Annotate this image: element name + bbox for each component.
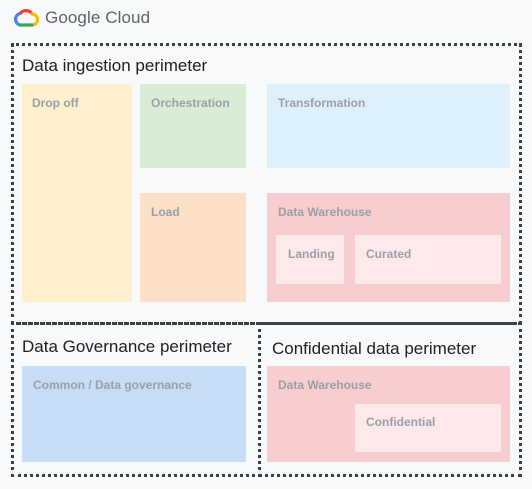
load-box[interactable]: [140, 193, 246, 302]
common-data-governance-label: Common / Data governance: [33, 378, 192, 392]
confidential-label: Confidential: [366, 415, 436, 429]
orchestration-box[interactable]: [140, 84, 246, 168]
common-data-governance-box[interactable]: [22, 366, 246, 462]
landing-box[interactable]: [276, 235, 344, 284]
confidential-data-warehouse-label: Data Warehouse: [278, 378, 372, 392]
google-cloud-logo-icon: [13, 9, 39, 27]
load-label: Load: [151, 205, 180, 219]
logo-text: Google Cloud: [45, 8, 151, 27]
drop-off-label: Drop off: [32, 96, 79, 110]
transformation-box[interactable]: [267, 84, 510, 168]
curated-label: Curated: [366, 247, 412, 261]
transformation-label: Transformation: [278, 96, 366, 110]
data-governance-perimeter-label: Data Governance perimeter: [22, 337, 232, 356]
landing-label: Landing: [288, 247, 335, 261]
confidential-data-perimeter: [258, 322, 522, 477]
data-ingestion-perimeter-label: Data ingestion perimeter: [22, 56, 208, 75]
orchestration-label: Orchestration: [151, 96, 230, 110]
ingestion-data-warehouse-label: Data Warehouse: [278, 205, 372, 219]
google-cloud-logo: Google Cloud: [13, 6, 150, 30]
curated-box[interactable]: [355, 235, 501, 284]
confidential-data-perimeter-label: Confidential data perimeter: [272, 339, 477, 358]
drop-off-box[interactable]: [22, 84, 132, 302]
confidential-box[interactable]: [355, 404, 501, 452]
